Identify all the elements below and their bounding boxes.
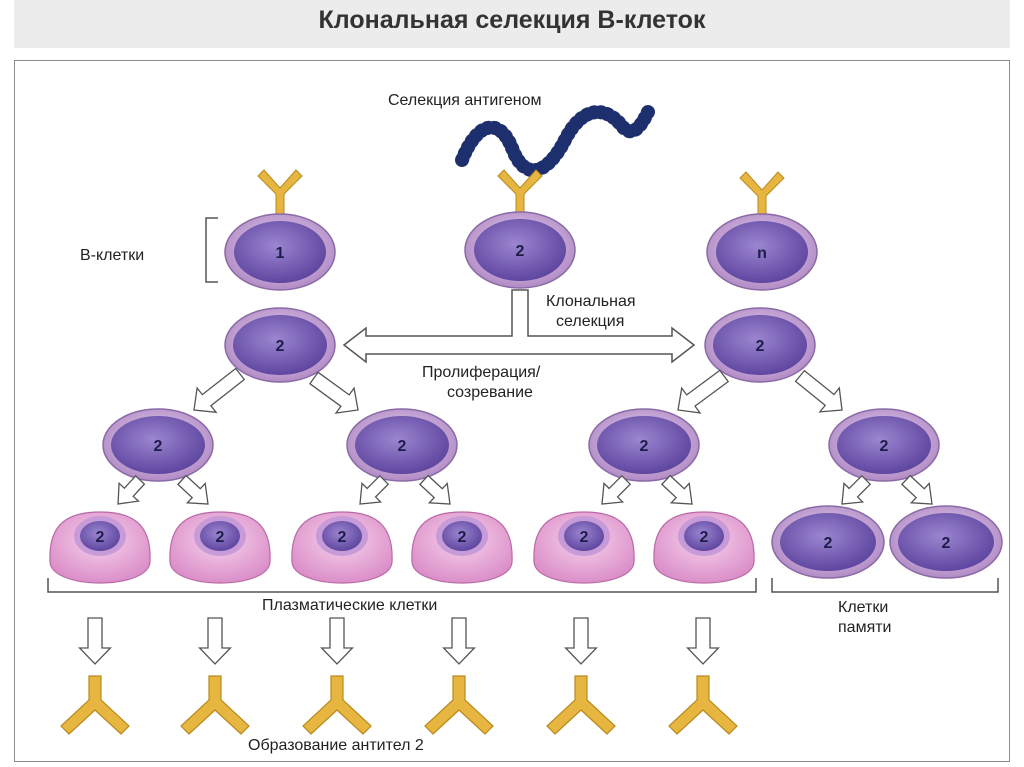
memory-cells-bracket: [771, 578, 999, 593]
antibody-1: [60, 675, 130, 735]
memory-cell-2: 2: [889, 505, 1003, 579]
diagram-frame: [14, 60, 1010, 762]
cell-l2-left-label: 2: [276, 338, 285, 355]
cell-l3-2-label: 2: [398, 438, 407, 455]
plasma-cells-bracket: [47, 578, 757, 593]
cell-l3-1: 2: [102, 408, 214, 482]
label-clonal-selection-2: селекция: [556, 313, 624, 330]
arrow-l2l-to-l3-1: [193, 367, 246, 414]
arrows: [78, 367, 933, 665]
arrow-to-antibody-1: [78, 617, 112, 665]
label-proliferation-2: созревание: [447, 384, 533, 401]
antibody-3: [302, 675, 372, 735]
label-memory-cells-1: Клетки: [838, 599, 888, 616]
label-proliferation-1: Пролиферация/: [422, 364, 541, 381]
arrow-l3-4-b: [900, 474, 933, 505]
label-memory-cells-2: памяти: [838, 619, 892, 636]
b-cell-n-label: n: [757, 245, 767, 262]
plasma-cell-6: 2: [653, 511, 755, 584]
plasma-cell-5-label: 2: [580, 529, 589, 546]
cell-l3-2: 2: [346, 408, 458, 482]
label-clonal-selection-1: Клональная: [546, 293, 636, 310]
antibody-6: [668, 675, 738, 735]
plasma-cell-4-label: 2: [458, 529, 467, 546]
memory-cell-1-label: 2: [824, 535, 833, 552]
b-cells-bracket: [205, 217, 218, 283]
arrow-to-antibody-2: [198, 617, 232, 665]
title-bar: Клональная селекция В-клеток: [14, 0, 1010, 48]
label-b-cells: В-клетки: [80, 247, 144, 264]
arrow-l3-2-b: [418, 474, 451, 505]
plasma-cell-6-label: 2: [700, 529, 709, 546]
cell-l3-1-label: 2: [154, 438, 163, 455]
cell-l3-3: 2: [588, 408, 700, 482]
arrow-l3-3-b: [660, 474, 693, 505]
b-cell-n: n: [706, 171, 818, 291]
plasma-cell-2-label: 2: [216, 529, 225, 546]
plasma-cell-5: 2: [533, 511, 635, 584]
cell-l2-right-label: 2: [756, 338, 765, 355]
cell-l3-4: 2: [828, 408, 940, 482]
antibodies: [60, 675, 738, 735]
cell-l2-right: 2: [704, 307, 816, 383]
arrow-to-antibody-3: [320, 617, 354, 665]
b-cell-1: 1: [224, 169, 336, 291]
arrow-l3-4-a: [841, 474, 872, 505]
b-cell-2: 2: [464, 169, 576, 289]
antibody-2: [180, 675, 250, 735]
arrow-l3-3-a: [601, 474, 632, 505]
arrow-l2l-to-l3-2: [308, 371, 359, 414]
proliferation-arrow: [342, 289, 696, 364]
arrow-l3-1-a: [117, 474, 146, 505]
plasma-cell-1: 2: [49, 511, 151, 584]
cell-l3-3-label: 2: [640, 438, 649, 455]
label-antigen-selection: Селекция антигеном: [388, 92, 541, 109]
b-cell-1-label: 1: [276, 245, 285, 262]
level3-cells: 2 2 2 2: [102, 408, 940, 482]
arrow-to-antibody-4: [442, 617, 476, 665]
arrow-to-antibody-5: [564, 617, 598, 665]
memory-cell-1: 2: [771, 505, 885, 579]
memory-cell-2-label: 2: [942, 535, 951, 552]
label-antibody-formation: Образование антител 2: [248, 737, 424, 754]
cell-l3-4-label: 2: [880, 438, 889, 455]
arrow-l3-2-a: [359, 474, 390, 505]
level4-cells: 2 2 2 2 2 2 2 2: [49, 505, 1003, 584]
arrow-l2r-to-l3-3: [677, 369, 730, 414]
label-plasma-cells: Плазматические клетки: [262, 597, 437, 614]
arrow-to-antibody-6: [686, 617, 720, 665]
plasma-cell-3-label: 2: [338, 529, 347, 546]
plasma-cell-2: 2: [169, 511, 271, 584]
page-title: Клональная селекция В-клеток: [318, 6, 706, 34]
cell-l2-left: 2: [224, 307, 336, 383]
plasma-cell-4: 2: [411, 511, 513, 584]
antibody-4: [424, 675, 494, 735]
plasma-cell-1-label: 2: [96, 529, 105, 546]
b-cell-2-label: 2: [516, 243, 525, 260]
plasma-cell-3: 2: [291, 511, 393, 584]
arrow-l2r-to-l3-4: [794, 369, 843, 413]
antibody-5: [546, 675, 616, 735]
arrow-l3-1-b: [176, 474, 209, 505]
